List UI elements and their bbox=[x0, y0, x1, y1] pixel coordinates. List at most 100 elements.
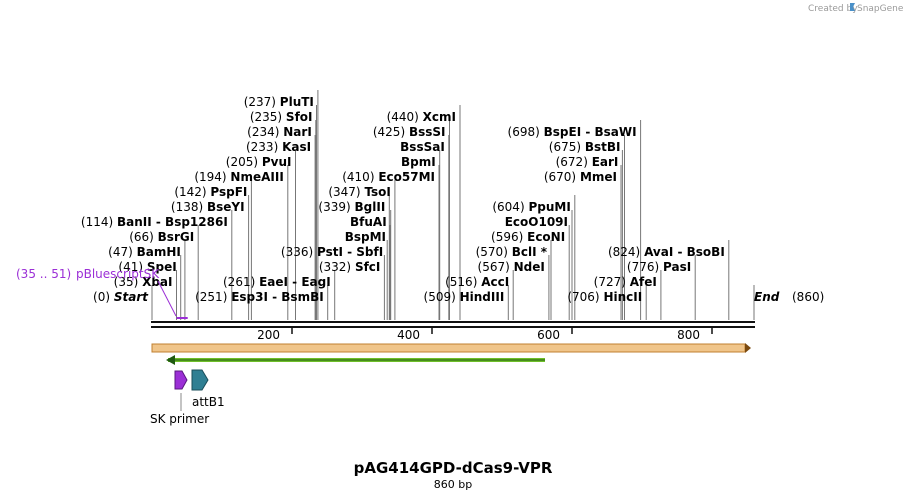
site-label[interactable]: (670) MmeI bbox=[544, 170, 617, 184]
site-label[interactable]: (776) PasI bbox=[627, 260, 691, 274]
site-label[interactable]: BspMI bbox=[345, 230, 386, 244]
snapgene-logo-icon bbox=[850, 3, 855, 11]
site-label[interactable]: (194) NmeAIII bbox=[194, 170, 283, 184]
site-name: Start bbox=[114, 290, 149, 304]
site-position: (776) bbox=[627, 260, 663, 274]
site-name: KasI bbox=[282, 140, 311, 154]
site-label[interactable]: (672) EarI bbox=[556, 155, 619, 169]
site-position: (672) bbox=[556, 155, 592, 169]
site-label[interactable]: (234) NarI bbox=[247, 125, 312, 139]
site-position: (698) bbox=[508, 125, 544, 139]
site-name: PasI bbox=[663, 260, 691, 274]
site-label[interactable]: (824) AvaI - BsoBI bbox=[608, 245, 725, 259]
green-feature-arrow[interactable] bbox=[166, 355, 545, 365]
site-position: (567) bbox=[478, 260, 514, 274]
site-label[interactable]: (339) BglII bbox=[318, 200, 385, 214]
region-name[interactable]: pBluescriptSK bbox=[76, 267, 160, 281]
site-position: (237) bbox=[244, 95, 280, 109]
site-label[interactable]: (251) Esp3I - BsmBI bbox=[195, 290, 324, 304]
site-position: (706) bbox=[567, 290, 603, 304]
site-name: Esp3I - BsmBI bbox=[231, 290, 323, 304]
brand-text: SnapGene bbox=[857, 4, 904, 14]
site-label[interactable]: (142) PspFI bbox=[174, 185, 247, 199]
site-position: (440) bbox=[387, 110, 423, 124]
ruler-label: 200 bbox=[257, 328, 280, 342]
site-position: (410) bbox=[342, 170, 378, 184]
site-label[interactable]: (205) PvuI bbox=[226, 155, 292, 169]
end-position: (860) bbox=[792, 290, 824, 304]
site-position: (0) bbox=[93, 290, 114, 304]
site-position: (509) bbox=[424, 290, 460, 304]
site-label[interactable]: (706) HincII bbox=[567, 290, 642, 304]
site-name: XcmI bbox=[423, 110, 456, 124]
site-label[interactable]: (0) Start bbox=[93, 290, 149, 304]
site-label[interactable]: BfuAI bbox=[350, 215, 387, 229]
site-label[interactable]: (261) EaeI - EagI bbox=[223, 275, 331, 289]
ruler-label: 400 bbox=[397, 328, 420, 342]
site-name: PspFI bbox=[210, 185, 247, 199]
site-name: HincII bbox=[603, 290, 642, 304]
site-label[interactable]: (41) SpeI bbox=[118, 260, 176, 274]
site-label[interactable]: (332) SfcI bbox=[319, 260, 381, 274]
site-label[interactable]: (336) PstI - SbfI bbox=[281, 245, 383, 259]
site-position: (233) bbox=[246, 140, 282, 154]
site-label[interactable]: (66) BsrGI bbox=[129, 230, 194, 244]
site-position: (35) bbox=[114, 275, 142, 289]
site-position: (138) bbox=[171, 200, 207, 214]
site-name: BglII bbox=[355, 200, 386, 214]
site-name: EcoNI bbox=[527, 230, 565, 244]
site-name: SfcI bbox=[355, 260, 380, 274]
site-label[interactable]: EcoO109I bbox=[505, 215, 568, 229]
site-label[interactable]: (604) PpuMI bbox=[492, 200, 570, 214]
site-name: BfuAI bbox=[350, 215, 387, 229]
site-label[interactable]: (675) BstBI bbox=[549, 140, 621, 154]
site-label[interactable]: (509) HindIII bbox=[424, 290, 505, 304]
site-position: (670) bbox=[544, 170, 580, 184]
site-label[interactable]: (235) SfoI bbox=[250, 110, 313, 124]
site-label[interactable]: (47) BamHI bbox=[108, 245, 181, 259]
site-position: (339) bbox=[318, 200, 354, 214]
site-name: NmeAIII bbox=[230, 170, 283, 184]
site-name: BclI * bbox=[512, 245, 548, 259]
site-name: BamHI bbox=[137, 245, 181, 259]
site-name: TsoI bbox=[364, 185, 390, 199]
site-position: (675) bbox=[549, 140, 585, 154]
site-position: (66) bbox=[129, 230, 157, 244]
sk-primer-label: SK primer bbox=[150, 412, 209, 426]
site-label[interactable]: (233) KasI bbox=[246, 140, 311, 154]
site-label[interactable]: (347) TsoI bbox=[328, 185, 391, 199]
site-label[interactable]: (138) BseYI bbox=[171, 200, 245, 214]
site-name: BsrGI bbox=[158, 230, 195, 244]
site-label[interactable]: (35) XbaI bbox=[114, 275, 173, 289]
dna-backbone bbox=[151, 321, 755, 328]
site-name: NarI bbox=[283, 125, 312, 139]
site-name: AfeI bbox=[630, 275, 657, 289]
site-label[interactable]: (440) XcmI bbox=[387, 110, 456, 124]
orange-feature-arrow[interactable] bbox=[151, 343, 751, 353]
site-label[interactable]: (727) AfeI bbox=[594, 275, 657, 289]
site-label[interactable]: BpmI bbox=[401, 155, 436, 169]
site-label[interactable]: (570) BclI * bbox=[476, 245, 548, 259]
site-label[interactable]: (114) BanII - Bsp1286I bbox=[81, 215, 228, 229]
site-name: BssSaI bbox=[400, 140, 445, 154]
site-label[interactable]: (425) BssSI bbox=[373, 125, 446, 139]
site-label[interactable]: (410) Eco57MI bbox=[342, 170, 435, 184]
site-name: BspEI - BsaWI bbox=[544, 125, 637, 139]
site-name: XbaI bbox=[142, 275, 172, 289]
attb1-arrow[interactable] bbox=[191, 369, 209, 391]
site-position: (824) bbox=[608, 245, 644, 259]
site-label[interactable]: (237) PluTI bbox=[244, 95, 314, 109]
site-position: (727) bbox=[594, 275, 630, 289]
site-label[interactable]: BssSaI bbox=[400, 140, 445, 154]
site-label[interactable]: (567) NdeI bbox=[478, 260, 545, 274]
site-name: BseYI bbox=[207, 200, 245, 214]
site-label[interactable]: (698) BspEI - BsaWI bbox=[508, 125, 637, 139]
site-name: BssSI bbox=[409, 125, 446, 139]
site-name: Eco57MI bbox=[378, 170, 435, 184]
site-name: BstBI bbox=[585, 140, 621, 154]
site-label[interactable]: (596) EcoNI bbox=[491, 230, 565, 244]
site-label[interactable]: (516) AccI bbox=[445, 275, 509, 289]
sk-primer-arrow[interactable] bbox=[174, 370, 188, 390]
ruler-label: 800 bbox=[677, 328, 700, 342]
